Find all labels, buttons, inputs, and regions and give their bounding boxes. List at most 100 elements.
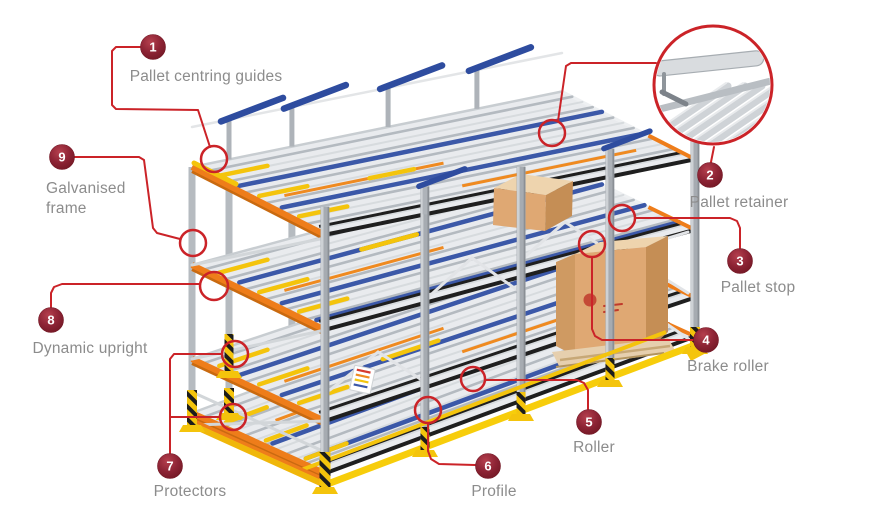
protector-foot [597, 380, 623, 387]
sticker-card [349, 364, 376, 395]
callout-highlight-circle [220, 339, 250, 369]
base-profile-front [323, 341, 697, 489]
sticker-bar [354, 378, 369, 384]
callout-badge-number: 1 [149, 40, 156, 55]
callout-badge-8 [38, 307, 64, 333]
detail-roller [656, 82, 749, 142]
rack-front-uprights [320, 131, 700, 485]
protector-foot [216, 371, 242, 378]
callout-badge-2 [697, 162, 723, 188]
callout-leader-line [50, 283, 201, 308]
lane-profile-black [318, 221, 683, 323]
front-beam-orange [190, 356, 327, 424]
top-cap-blue [601, 128, 653, 152]
detail-roller [656, 82, 766, 142]
callout-badge-3 [727, 248, 753, 274]
top-cap-blue [280, 81, 350, 112]
callout-highlight-circle [413, 395, 443, 425]
safety-sticker [349, 364, 376, 395]
callout-label-6: Profile [471, 483, 516, 500]
centring-guide-yellow [257, 366, 310, 387]
centring-guide-yellow [359, 232, 420, 252]
centring-guide-yellow [257, 183, 310, 199]
lane-orange-rail [284, 245, 444, 292]
protector-foot [216, 413, 242, 420]
front-beam-orange [190, 262, 327, 333]
callout-label-1: Pallet centring guides [130, 68, 283, 85]
callout-highlight-circle [199, 144, 229, 174]
callout-badge-4 [693, 327, 719, 353]
callout-leader-line [557, 62, 657, 122]
roller-slat [262, 126, 635, 205]
callout-badge-number: 8 [47, 313, 54, 328]
base-profile-left [190, 422, 327, 488]
callout-label-2: Pallet retainer [690, 194, 789, 211]
sticker-bar [356, 368, 371, 374]
base-profile-inner [295, 330, 667, 474]
brace-tube [423, 256, 474, 302]
protector-foot [179, 425, 205, 432]
callout-highlight-circle [607, 203, 637, 233]
callout-label-8: Dynamic upright [33, 340, 148, 357]
callout-badge-number: 6 [484, 459, 491, 474]
protector-guard [605, 358, 615, 380]
rack-line [191, 90, 563, 169]
callout-highlight-circle [178, 228, 208, 258]
callout-leader-line [169, 353, 223, 454]
top-cap-blue [376, 62, 446, 93]
callout-leader-line [591, 256, 694, 341]
protector-foot [508, 414, 534, 421]
callout-highlight-circle [459, 365, 487, 393]
protector-guard [420, 427, 430, 450]
callout-label-7: Protectors [154, 483, 227, 500]
callout-highlight-circle [577, 229, 607, 259]
protector-guard [516, 392, 526, 414]
callout-leader-line [710, 146, 715, 163]
roller-slat [221, 105, 594, 184]
callout-leader-line [73, 156, 181, 240]
brace-tube [470, 256, 522, 294]
callout-badge-number: 7 [166, 459, 173, 474]
detail-rail [656, 76, 770, 116]
base-profiles [190, 330, 708, 489]
protector-foot [312, 487, 338, 494]
roller-slat [252, 121, 625, 200]
rack-illustration [179, 44, 708, 494]
protector-guard [224, 388, 234, 413]
sticker-bar [353, 383, 368, 389]
brace-diagonal [190, 390, 327, 454]
top-cap-blue [416, 166, 468, 190]
callout-badge-7 [157, 453, 183, 479]
box-top [494, 174, 573, 195]
callout-label-3: Pallet stop [721, 279, 796, 296]
lane-profile-black [324, 334, 696, 476]
top-guide-caps [217, 44, 653, 215]
callout-label-4: Brake roller [687, 358, 769, 375]
detail-roller-highlight [656, 82, 770, 142]
callout-badge-number: 9 [58, 150, 65, 165]
top-cap-blue [217, 94, 287, 125]
box-side [545, 181, 573, 231]
detail-roller [656, 82, 770, 142]
lane-orange-rail [284, 161, 444, 198]
brace-tube [376, 350, 427, 384]
callout-highlight-circle [537, 118, 567, 148]
callout-badge-9 [49, 144, 75, 170]
base-beam-orange [191, 418, 326, 482]
centring-guide-yellow [367, 166, 417, 181]
callout-label-5: Roller [573, 439, 615, 456]
roller-slat [241, 116, 615, 195]
top-cap-blue [465, 44, 535, 75]
brace-tube [519, 220, 567, 262]
detail-roller-highlight [690, 82, 770, 142]
protector-guard [224, 334, 234, 371]
magnifier-content [656, 50, 770, 142]
beam-shadow [191, 170, 326, 241]
